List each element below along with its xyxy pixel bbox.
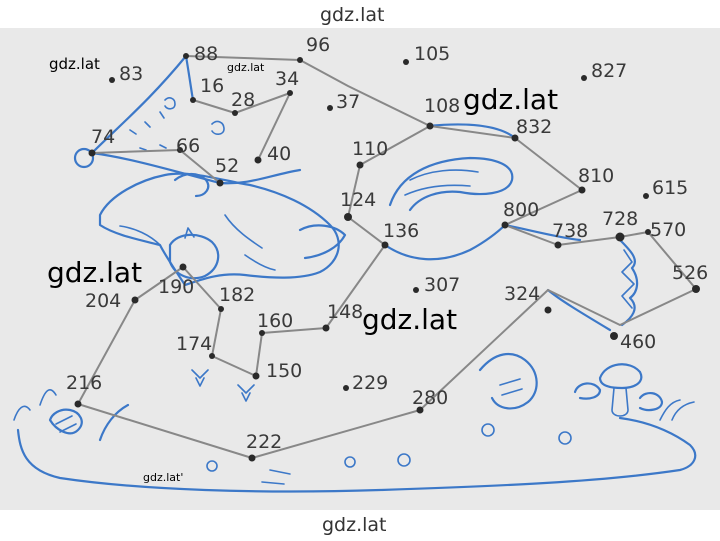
dot-615 [643, 193, 649, 199]
watermark-left-small: gdz.lat [49, 55, 100, 73]
label-110: 110 [352, 138, 388, 160]
label-37: 37 [336, 91, 360, 113]
dot-83 [109, 77, 115, 83]
watermark-hat-tiny: gdz.lat [227, 61, 265, 74]
label-16: 16 [200, 75, 224, 97]
dot-136 [381, 241, 389, 249]
label-222: 222 [246, 431, 282, 453]
label-229: 229 [352, 372, 388, 394]
dot-150 [252, 372, 260, 380]
label-108: 108 [424, 95, 460, 117]
dot-105 [403, 59, 409, 65]
label-66: 66 [176, 135, 200, 157]
label-800: 800 [503, 199, 539, 221]
dot-229 [343, 385, 349, 391]
label-148: 148 [327, 301, 363, 323]
dot-738 [554, 241, 562, 249]
top-margin [0, 0, 720, 28]
watermark-right-big: gdz.lat [463, 83, 558, 116]
dot-40 [254, 156, 262, 164]
dot-52 [216, 179, 224, 187]
dot-88 [183, 53, 189, 59]
dot-810 [578, 186, 586, 194]
number-labels: 83 88 96 105 827 16 34 28 37 108 832 74 … [66, 34, 708, 453]
dots [74, 53, 700, 462]
label-216: 216 [66, 372, 102, 394]
dot-728 [615, 232, 625, 242]
bottom-margin [0, 510, 720, 541]
dot-160 [259, 330, 265, 336]
dot-74 [88, 149, 96, 157]
worksheet-paper [0, 28, 720, 510]
label-28: 28 [231, 89, 255, 111]
ground-illustration [13, 363, 697, 493]
label-83: 83 [119, 63, 143, 85]
label-307: 307 [424, 274, 460, 296]
label-105: 105 [414, 43, 450, 65]
watermarks: gdz.lat gdz.lat gdz.lat gdz.lat gdz.lat … [47, 4, 558, 536]
dot-66 [177, 147, 183, 153]
label-52: 52 [215, 155, 239, 177]
label-136: 136 [383, 220, 419, 242]
hat-illustration [73, 54, 302, 185]
label-124: 124 [340, 189, 376, 211]
label-96: 96 [306, 34, 330, 56]
label-280: 280 [412, 387, 448, 409]
boot-illustration [478, 238, 639, 410]
label-810: 810 [578, 165, 614, 187]
dot-37 [327, 105, 333, 111]
watermark-bottom: gdz.lat [322, 514, 387, 536]
dot-324 [544, 306, 552, 314]
dot-182 [218, 306, 224, 312]
dot-28 [232, 110, 238, 116]
label-738: 738 [552, 220, 588, 242]
dot-460 [610, 332, 618, 340]
dot-307 [413, 287, 419, 293]
label-182: 182 [219, 284, 255, 306]
label-570: 570 [650, 219, 686, 241]
watermark-center-big: gdz.lat [362, 303, 457, 336]
tail-illustration [383, 123, 582, 261]
label-88: 88 [194, 43, 218, 65]
label-324: 324 [504, 283, 540, 305]
label-526: 526 [672, 262, 708, 284]
watermark-left-big: gdz.lat [47, 256, 142, 289]
dot-16 [190, 97, 196, 103]
dot-526 [692, 285, 700, 293]
label-832: 832 [516, 116, 552, 138]
watermark-bottom-tiny: gdz.lat' [143, 471, 183, 484]
dot-832 [511, 134, 519, 142]
dot-190 [179, 263, 187, 271]
dot-216 [74, 400, 82, 408]
dot-280 [416, 406, 424, 414]
label-615: 615 [652, 177, 688, 199]
label-40: 40 [267, 143, 291, 165]
label-460: 460 [620, 331, 656, 353]
label-827: 827 [591, 60, 627, 82]
label-174: 174 [176, 333, 212, 355]
label-204: 204 [85, 290, 121, 312]
label-34: 34 [275, 68, 299, 90]
dot-174 [209, 353, 215, 359]
dot-124 [344, 213, 352, 221]
dot-204 [131, 296, 139, 304]
label-160: 160 [257, 310, 293, 332]
dot-222 [248, 454, 256, 462]
dot-108 [426, 122, 434, 130]
label-728: 728 [602, 208, 638, 230]
dot-570 [645, 229, 651, 235]
label-74: 74 [91, 126, 115, 148]
label-150: 150 [266, 360, 302, 382]
dot-34 [287, 90, 293, 96]
dot-110 [356, 161, 364, 169]
dot-827 [581, 75, 587, 81]
dot-800 [501, 221, 509, 229]
dot-148 [322, 324, 330, 332]
watermark-top: gdz.lat [320, 4, 385, 26]
dot-96 [297, 57, 303, 63]
label-190: 190 [158, 276, 194, 298]
